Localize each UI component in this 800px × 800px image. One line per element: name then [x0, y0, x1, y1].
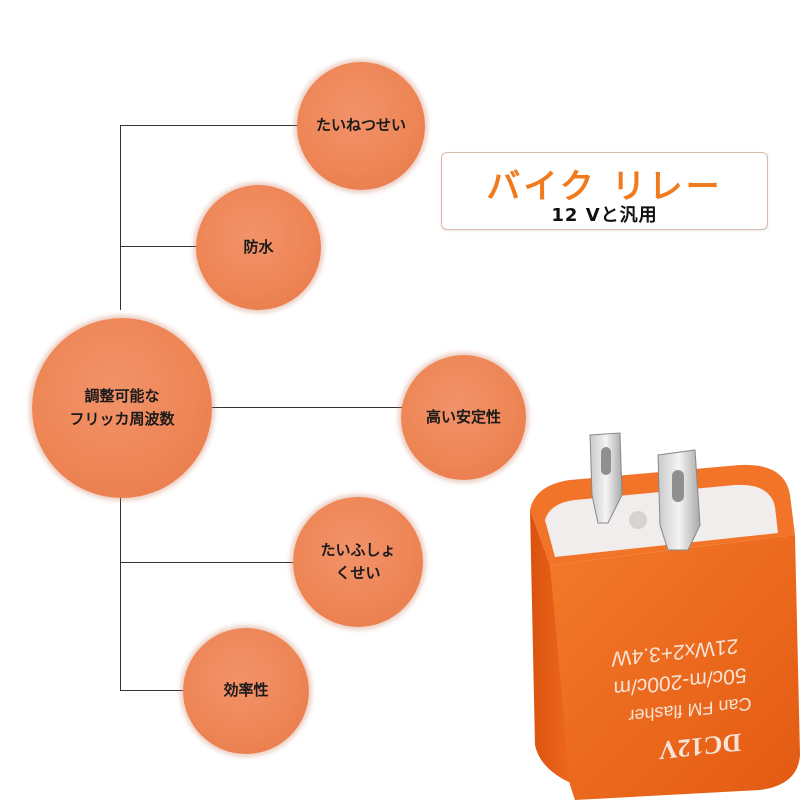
feature-label-corrosion-resistance: たいふしょ くせい: [320, 540, 396, 582]
connector-fifth: [120, 562, 293, 563]
feature-label-adjustable-frequency: 調整可能な フリッカ周波数: [69, 386, 175, 428]
connector-vertical-upper: [120, 125, 121, 310]
connector-top: [120, 125, 298, 126]
feature-circle-stability: 高い安定性: [401, 355, 526, 480]
feature-label-efficiency: 効率性: [223, 681, 269, 700]
connector-sixth: [120, 690, 183, 691]
relay-product-image: DC12V Can FM flasher 50c/m-200c/m 21Wx2+…: [530, 432, 800, 800]
title-box: バイク リレー 12 Vと汎用: [441, 152, 768, 230]
title-main: バイク リレー: [486, 167, 723, 207]
feature-circle-efficiency: 効率性: [183, 628, 309, 754]
connector-vertical-lower: [120, 497, 121, 690]
feature-circle-waterproof: 防水: [196, 185, 321, 310]
relay-pin-left: [589, 432, 623, 524]
feature-label-waterproof: 防水: [243, 237, 274, 256]
relay-front-face: [550, 535, 800, 800]
connector-second: [120, 246, 198, 247]
feature-circle-heat-resistance: たいねつせい: [297, 62, 425, 190]
feature-label-heat-resistance: たいねつせい: [315, 116, 406, 135]
feature-label-stability: 高い安定性: [425, 407, 501, 426]
title-sub: 12 Vと汎用: [551, 205, 658, 226]
connector-middle: [212, 407, 402, 408]
feature-circle-corrosion-resistance: たいふしょ くせい: [293, 497, 423, 627]
feature-circle-adjustable-frequency: 調整可能な フリッカ周波数: [32, 318, 212, 498]
